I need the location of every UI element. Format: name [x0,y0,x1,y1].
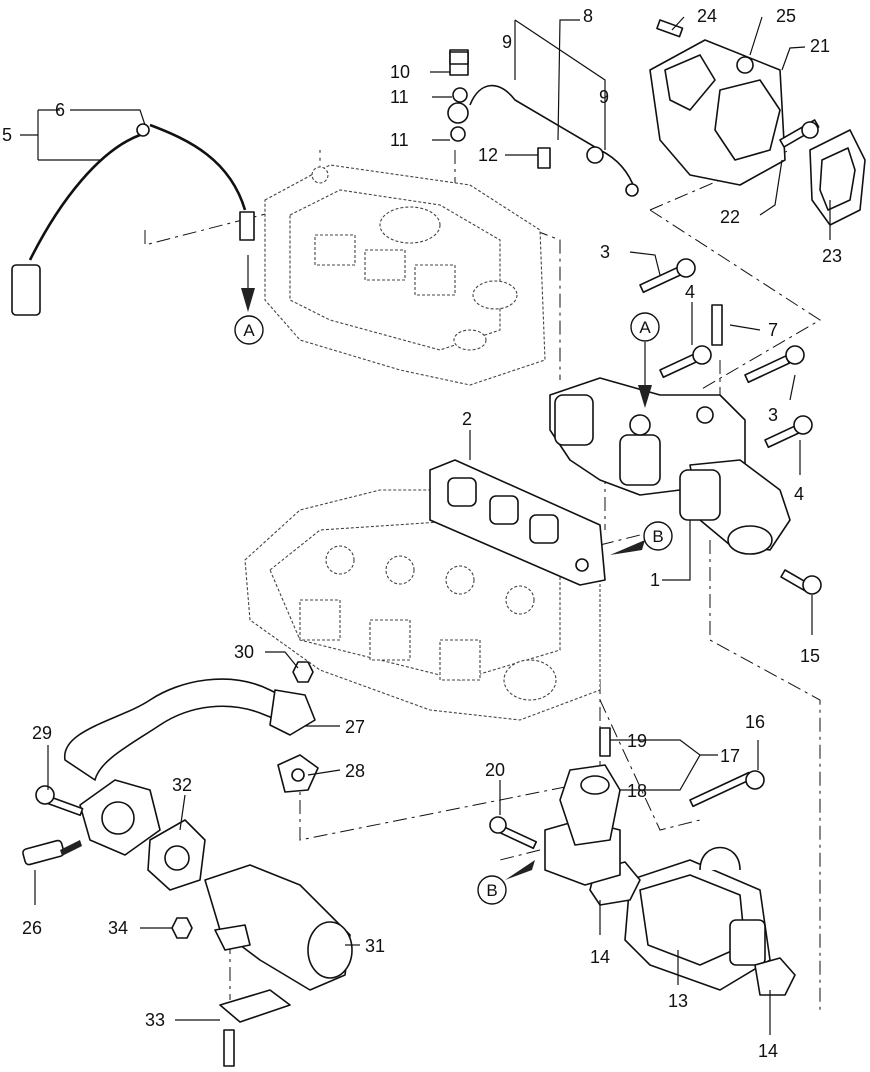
turbo-adapter [649,39,786,186]
part-label-14-b: 14 [758,1041,778,1061]
part-label-31: 31 [365,936,385,956]
reference-letters: A A B B [243,318,663,900]
part-label-10: 10 [390,62,410,82]
part-label-7: 7 [768,320,778,340]
part-label-15: 15 [800,646,820,666]
reference-markers [234,255,673,905]
part-label-24: 24 [697,6,717,26]
part-label-32: 32 [172,775,192,795]
part-label-3-b: 3 [768,405,778,425]
part-label-22: 22 [720,207,740,227]
part-label-29: 29 [32,723,52,743]
part-label-13: 13 [668,991,688,1011]
part-label-4-b: 4 [794,484,804,504]
ref-circle-b-1 [643,521,673,551]
ref-circle-a-1 [234,315,264,345]
part-label-23: 23 [822,246,842,266]
ref-letter-b-2: B [486,881,497,900]
egr-valve [204,864,353,991]
ref-letter-a-1: A [243,321,255,340]
part-label-34: 34 [108,918,128,938]
part-label-5: 5 [2,125,12,145]
part-label-12: 12 [478,145,498,165]
part-label-11-b: 11 [390,130,409,150]
egr-cooler-gasket-rear [754,957,796,996]
ref-letter-b-1: B [652,527,663,546]
part-label-20: 20 [485,760,505,780]
part-label-9-b: 9 [599,87,609,107]
ref-circle-b-2 [477,875,507,905]
part-label-6: 6 [55,100,65,120]
part-label-17: 17 [720,746,740,766]
part-label-11-a: 11 [390,87,409,107]
leader-lines [20,16,831,1035]
turbo-gasket [809,129,866,226]
egr-valve-lower-gasket [219,989,291,1023]
part-label-16: 16 [745,712,765,732]
part-label-33: 33 [145,1010,165,1030]
part-label-4-a: 4 [685,282,695,302]
part-label-30: 30 [234,642,254,662]
oil-pipe [447,49,639,197]
cylinder-head-cover-ghost [264,164,546,386]
part-label-19: 19 [627,731,647,751]
part-label-27: 27 [345,717,365,737]
egr-adapter [544,764,621,886]
part-label-9-a: 9 [502,32,512,52]
part-label-8: 8 [583,6,593,26]
part-label-14-a: 14 [590,947,610,967]
egr-pipe-gasket [277,754,319,793]
ref-letter-a-2: A [639,318,651,337]
temperature-sensor-wire [11,123,255,316]
part-label-18: 18 [627,781,647,801]
ref-circle-a-2 [630,312,660,342]
egr-cooler [624,846,771,991]
part-label-26: 26 [22,918,42,938]
exhaust-manifold [549,377,791,555]
part-label-25: 25 [776,6,796,26]
egr-valve-flange [79,779,161,856]
egr-valve-gasket [147,819,206,891]
part-label-2: 2 [462,409,472,429]
part-number-labels: 5 6 8 9 9 10 11 11 12 24 25 21 22 23 3 4… [2,6,842,1061]
part-label-21: 21 [810,36,830,56]
fasteners [22,19,822,1067]
manifold-gasket [429,459,606,586]
part-label-1: 1 [650,570,660,590]
part-label-28: 28 [345,761,365,781]
part-label-3-a: 3 [600,242,610,262]
egr-pipe [64,678,316,781]
